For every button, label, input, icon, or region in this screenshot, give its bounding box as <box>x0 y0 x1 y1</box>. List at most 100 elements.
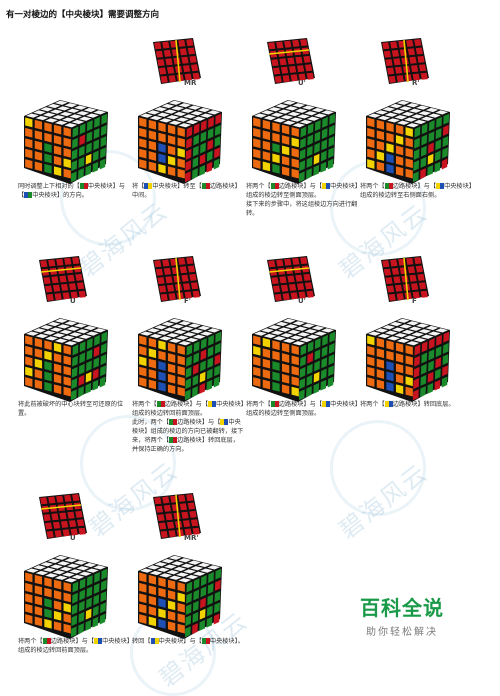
cube-sticker <box>158 522 167 530</box>
cube-sticker <box>314 338 321 350</box>
cube-sticker <box>428 338 435 350</box>
cube-sticker <box>154 562 168 567</box>
cube-sticker <box>291 386 299 397</box>
cube-sticker <box>199 608 206 620</box>
turn-indicator <box>175 257 181 301</box>
cube-sticker <box>434 150 441 162</box>
cube-sticker <box>280 115 294 120</box>
cube-3d-view <box>252 318 336 402</box>
cube-sticker <box>71 160 78 172</box>
cube-sticker <box>53 135 62 145</box>
cube-sticker <box>177 386 185 397</box>
cube-sticker <box>294 108 308 113</box>
turn-indicator <box>175 494 181 538</box>
cube-sticker <box>263 333 277 339</box>
cube-sticker <box>280 66 289 74</box>
cube-sticker <box>287 57 295 65</box>
cube-sticker <box>199 382 206 394</box>
cube-sticker <box>273 336 286 341</box>
cube-sticker <box>392 327 405 332</box>
cube-sticker <box>177 592 185 603</box>
cube-sticker <box>64 257 72 265</box>
cube-sticker <box>206 161 213 173</box>
cube-sticker <box>214 124 221 136</box>
cube-sticker <box>178 321 192 326</box>
cube-sticker <box>173 111 187 117</box>
cube-sticker <box>139 159 147 169</box>
cube-sticker <box>185 119 199 125</box>
cube-sticker <box>156 330 170 335</box>
cube-sticker <box>434 379 441 391</box>
cube-sticker <box>40 497 48 505</box>
cube-sticker <box>420 374 427 386</box>
cube-sticker <box>70 528 78 536</box>
cube-sticker <box>442 342 449 354</box>
cube-sticker <box>167 124 176 135</box>
cube-sticker <box>139 127 147 138</box>
cube-sticker <box>304 64 313 72</box>
cube-sticker <box>322 116 328 128</box>
cube-sticker <box>171 324 184 329</box>
cube-sticker <box>44 163 52 174</box>
cube-sticker <box>78 623 84 635</box>
cube-sticker <box>404 117 417 122</box>
cube-sticker <box>200 131 207 143</box>
cube-sticker <box>281 155 290 166</box>
cube-sticker <box>186 126 193 138</box>
cube-sticker <box>85 371 92 383</box>
cube-sticker <box>306 374 313 386</box>
color-swatch <box>326 401 331 407</box>
cube-sticker <box>420 334 434 339</box>
cube-sticker <box>47 103 61 109</box>
caption-text: 边路棱块】中间。 <box>132 183 241 199</box>
cube-sticker <box>413 366 420 378</box>
cube-sticker <box>92 379 99 391</box>
cube-sticker <box>158 340 166 351</box>
cube-sticker <box>86 349 93 361</box>
cube-sticker <box>281 373 290 384</box>
cube-sticker <box>184 389 191 401</box>
cube-sticker <box>101 331 108 343</box>
cube-sticker <box>420 116 434 121</box>
cube-sticker <box>328 365 334 377</box>
cube-sticker <box>376 337 385 348</box>
cube-sticker <box>100 365 106 377</box>
cube-sticker <box>300 344 307 356</box>
cube-sticker <box>42 330 56 335</box>
caption-text: 边路棱块】与【 <box>50 638 95 645</box>
cube-sticker <box>167 145 176 156</box>
cube-sticker <box>157 277 165 285</box>
cube-sticker <box>93 328 106 333</box>
cube-sticker <box>184 626 191 638</box>
cube-sticker <box>299 378 306 390</box>
cube-sticker <box>284 40 292 48</box>
cube-sticker <box>292 39 300 47</box>
cube-sticker <box>307 341 314 353</box>
cube-sticker <box>139 356 147 367</box>
cube-sticker <box>99 613 106 625</box>
cube-sticker <box>178 39 186 47</box>
cube-sticker <box>292 103 306 108</box>
cube-sticker <box>187 502 196 510</box>
cube-sticker <box>418 282 427 290</box>
cube-sticker <box>306 386 312 398</box>
cube-sticker <box>193 589 200 601</box>
cube-sticker <box>412 73 420 81</box>
cube-sticker <box>261 110 274 115</box>
move-notation: U' <box>298 79 306 87</box>
cube-sticker <box>367 377 375 387</box>
cube-sticker <box>282 100 296 105</box>
cube-sticker <box>93 139 100 151</box>
cube-sticker <box>78 290 86 298</box>
cube-sticker <box>408 326 422 331</box>
cube-sticker <box>43 277 51 285</box>
cube-sticker <box>298 389 305 401</box>
cube-sticker <box>53 155 62 166</box>
cube-sticker <box>200 597 206 609</box>
cube-sticker <box>406 321 420 326</box>
cube-sticker <box>148 140 157 151</box>
cube-sticker <box>100 354 107 366</box>
cube-sticker <box>186 494 194 502</box>
cube-sticker <box>392 109 405 114</box>
cube-3d-view <box>366 100 450 184</box>
